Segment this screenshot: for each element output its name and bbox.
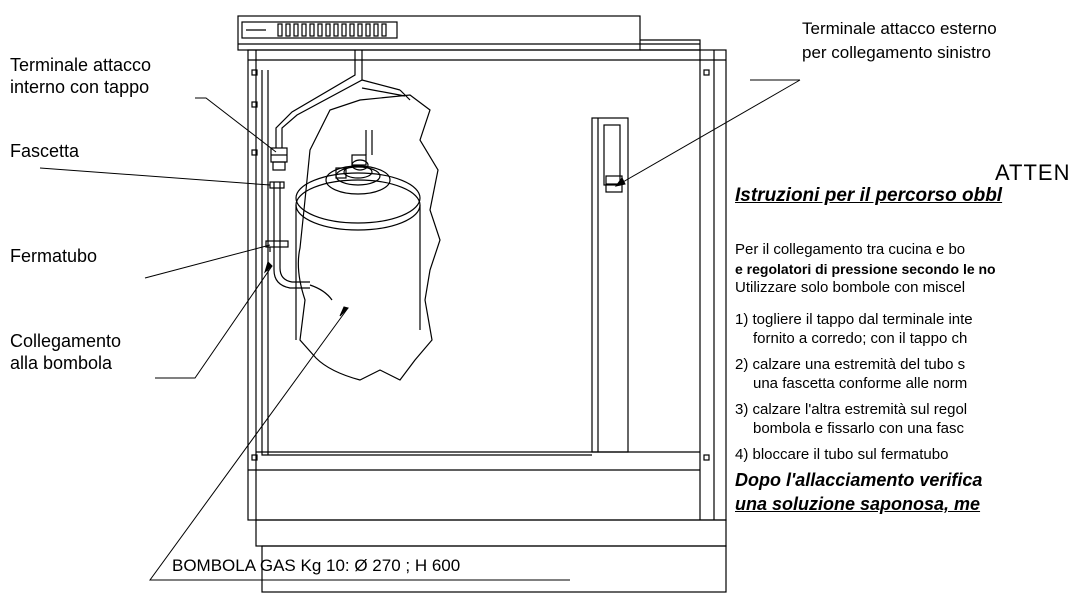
pipe-stopper xyxy=(265,240,289,252)
label-bottle-connection-line1: Collegamento xyxy=(10,331,122,351)
attention-step-3: 3) calzare l'altra estremità sul regol b… xyxy=(735,400,967,438)
label-bottle-connection-line2: alla bombola xyxy=(10,353,113,373)
attention-step-2-line2: una fascetta conforme alle norm xyxy=(753,375,968,392)
cabinet-body xyxy=(247,49,727,593)
label-pipe-stopper: Fermatubo xyxy=(10,246,98,266)
gas-pipe xyxy=(273,50,411,289)
attention-step-1-line2: fornito a corredo; con il tappo ch xyxy=(753,330,968,347)
label-internal-terminal-line2: interno con tappo xyxy=(10,77,150,97)
attention-step-1-line1: 1) togliere il tappo dal terminale inte xyxy=(735,311,973,328)
attention-final-line2: una soluzione saponosa, me xyxy=(735,494,981,514)
clamp xyxy=(269,181,285,189)
attention-para2: e regolatori di pressione secondo le no xyxy=(735,261,996,277)
attention-step-3-line2: bombola e fissarlo con una fasc xyxy=(753,420,964,437)
label-external-terminal: Terminale attacco esterno per collegamen… xyxy=(802,18,997,63)
attention-step-2-line1: 2) calzare una estremità del tubo s xyxy=(735,356,966,373)
attention-step-1: 1) togliere il tappo dal terminale inte … xyxy=(735,310,973,348)
attention-subtitle: Istruzioni per il percorso obbl xyxy=(735,185,1003,206)
attention-para1: Per il collegamento tra cucina e bo xyxy=(735,241,966,258)
label-gas-bottle: BOMBOLA GAS Kg 10: Ø 270 ; H 600 xyxy=(172,556,461,575)
attention-final: Dopo l'allacciamento verifica una soluzi… xyxy=(735,468,982,516)
internal-terminal xyxy=(270,147,288,171)
label-external-terminal-line2: per collegamento sinistro xyxy=(802,43,991,62)
leader-lines xyxy=(39,79,801,581)
label-internal-terminal-line1: Terminale attacco xyxy=(10,55,152,75)
attention-title: ATTEN xyxy=(995,160,1071,185)
vent-slots xyxy=(246,23,387,37)
label-external-terminal-line1: Terminale attacco esterno xyxy=(802,19,997,38)
attention-para3: Utilizzare solo bombole con miscel xyxy=(735,279,966,296)
attention-panel: ATTEN Istruzioni per il percorso obbl Pe… xyxy=(735,160,1090,600)
label-internal-terminal: Terminale attacco interno con tappo xyxy=(10,54,151,98)
label-bottle-connection: Collegamento alla bombola xyxy=(10,330,121,374)
gas-bottle xyxy=(295,94,441,381)
attention-step-4-line1: 4) bloccare il tubo sul fermatubo xyxy=(735,446,949,463)
attention-step-3-line1: 3) calzare l'altra estremità sul regol xyxy=(735,401,968,418)
label-clamp: Fascetta xyxy=(10,141,80,161)
worktop xyxy=(237,15,701,51)
attention-step-4: 4) bloccare il tubo sul fermatubo xyxy=(735,445,948,464)
attention-final-line1: Dopo l'allacciamento verifica xyxy=(735,470,983,490)
attention-step-2: 2) calzare una estremità del tubo s una … xyxy=(735,355,967,393)
